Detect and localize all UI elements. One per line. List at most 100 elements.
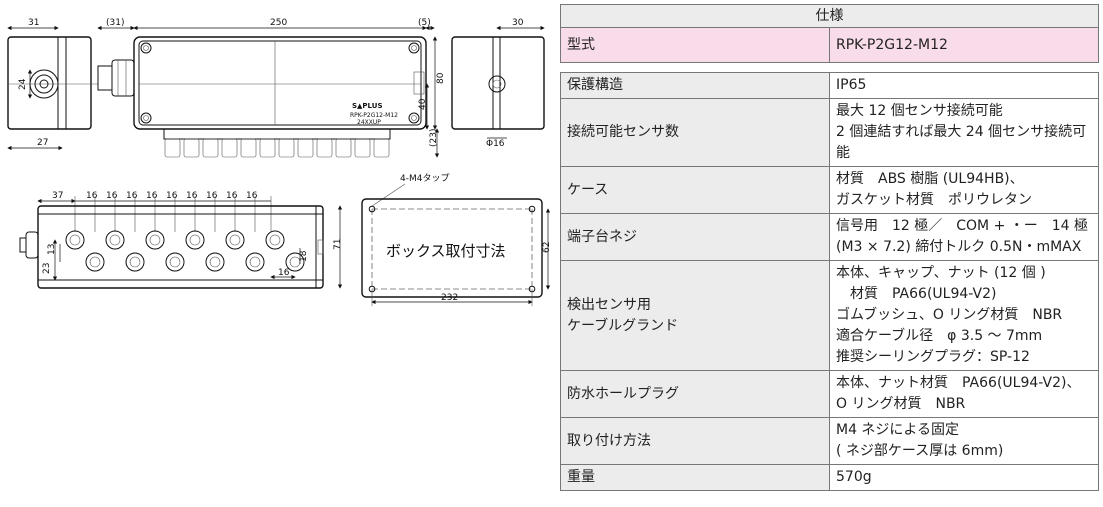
spec-value-line: (M3 × 7.2) 締付トルク 0.5N・mMAX [836, 239, 1082, 255]
spec-key: 重量 [560, 464, 830, 491]
spec-value-line: 信号用 12 極／ COM + ・ー 14 極 [836, 218, 1089, 234]
spec-spacer-row [560, 62, 1099, 73]
dim-18: 18 [299, 250, 309, 262]
spec-value-line: 本体、キャップ、ナット (12 個 ) [836, 265, 1046, 281]
mounting-view: 4-M4タップ ボックス取付寸法 62 232 [361, 173, 552, 306]
spec-row: 検出センサ用ケーブルグランド本体、キャップ、ナット (12 個 ) 材質 PA6… [560, 260, 1099, 371]
model-label: RPK-P2G12-M12 [350, 112, 398, 119]
spec-value: 本体、キャップ、ナット (12 個 ) 材質 PA66(UL94-V2) ゴムブッ… [829, 260, 1099, 371]
spec-key: 防水ホールプラグ [560, 370, 830, 418]
dim-16-bottom: 16 [278, 268, 290, 278]
dim-16-f: 16 [186, 191, 198, 201]
spec-value-line: 適合ケーブル径 φ 3.5 ～ 7mm [836, 328, 1043, 344]
spec-key-line: 防水ホールプラグ [567, 385, 679, 402]
right-side-view: 30 Φ16 [451, 18, 545, 149]
spec-key-line: 保護構造 [567, 77, 623, 93]
spec-key: 端子台ネジ [560, 213, 830, 261]
spec-value-line: ガスケット材質 ポリウレタン [836, 192, 1032, 208]
dim-phi16: Φ16 [486, 139, 505, 149]
spec-value-line: ( ネジ部ケース厚は 6mm) [836, 443, 1004, 459]
spec-row: 重量 570g [560, 464, 1099, 491]
spec-key: ケース [560, 166, 830, 214]
spec-row: 端子台ネジ 信号用 12 極／ COM + ・ー 14 極 (M3 × 7.2) 締… [560, 213, 1099, 261]
spec-value-line: 2 個連結すれば最大 24 個センサ接続可能 [836, 124, 1087, 161]
spec-key-line: 端子台ネジ [567, 228, 637, 245]
dim-16-h: 16 [226, 191, 238, 201]
spec-value-line: O リング材質 NBR [836, 396, 966, 412]
spec-value: 材質 ABS 樹脂 (UL94HB)、ガスケット材質 ポリウレタン [829, 166, 1099, 214]
dim-16-c: 16 [126, 191, 138, 201]
spec-value: M4 ネジによる固定 ( ネジ部ケース厚は 6mm) [829, 417, 1099, 465]
spec-row: 保護構造 IP65 [560, 72, 1099, 99]
dim-250: 250 [270, 18, 287, 28]
spec-value-line: M4 ネジによる固定 [836, 422, 960, 438]
spec-value-line: 最大 12 個センサ接続可能 [836, 103, 1003, 119]
spec-row: 取り付け方法 M4 ネジによる固定 ( ネジ部ケース厚は 6mm) [560, 417, 1099, 465]
spec-value: 本体、ナット材質 PA66(UL94-V2)、 O リング材質 NBR [829, 370, 1099, 418]
spec-key-line: 取り付け方法 [567, 432, 651, 449]
spec-key: 接続可能センサ数 [560, 98, 830, 167]
dim-24: 24 [18, 78, 28, 90]
spec-value-line: 570g [836, 469, 872, 485]
bottom-glands [163, 128, 391, 158]
dim-37: 37 [52, 191, 63, 201]
dim-23p: (23) [429, 129, 439, 147]
spec-header-row: 仕様 [560, 4, 1099, 28]
spec-key: 型式 [560, 27, 830, 63]
spec-key-line: ケーブルグランド [567, 317, 679, 334]
tap-label: 4-M4タップ [400, 173, 449, 184]
dim-80: 80 [436, 72, 446, 84]
dim-5p: (5) [418, 18, 431, 28]
spec-value: 570g [829, 464, 1099, 491]
dim-40: 40 [418, 98, 428, 110]
dim-23: 23 [42, 263, 52, 274]
spec-key: 検出センサ用ケーブルグランド [560, 260, 830, 371]
spec-row: ケース 材質 ABS 樹脂 (UL94HB)、ガスケット材質 ポリウレタン [560, 166, 1099, 214]
spec-value-line: ゴムブッシュ、O リング材質 NBR [836, 307, 1063, 323]
logo-text: S▲PLUS [352, 102, 383, 110]
spec-value-line: 本体、ナット材質 PA66(UL94-V2)、 [836, 375, 1081, 391]
spec-value: 信号用 12 極／ COM + ・ー 14 極 (M3 × 7.2) 締付トルク … [829, 213, 1099, 261]
voltage-label: 24XXUP [357, 119, 381, 126]
spec-key-line: 検出センサ用 [567, 296, 651, 313]
spec-key-line: 型式 [567, 36, 595, 53]
front-view: (31) 250 (5) S▲PLUS RPK-P2G12-M12 24XXUP [97, 18, 446, 158]
spec-key: 取り付け方法 [560, 417, 830, 465]
spec-key-line: 接続可能センサ数 [567, 124, 679, 140]
spec-value-line: RPK-P2G12-M12 [836, 36, 948, 53]
spec-row: 型式 RPK-P2G12-M12 [560, 27, 1099, 63]
spec-row: 防水ホールプラグ 本体、ナット材質 PA66(UL94-V2)、 O リング材質 N… [560, 370, 1099, 418]
spec-table: 仕様 型式 RPK-P2G12-M12 保護構造 IP65 接続可能センサ数 最大 12 … [560, 4, 1099, 491]
dim-31p: (31) [106, 18, 124, 28]
spec-value-line: IP65 [836, 77, 867, 93]
dim-62: 62 [542, 242, 552, 253]
dim-16-g: 16 [206, 191, 218, 201]
spec-value: 最大 12 個センサ接続可能 2 個連結すれば最大 24 個センサ接続可能 [829, 98, 1099, 167]
spec-key: 保護構造 [560, 72, 830, 99]
dim-16-e: 16 [166, 191, 178, 201]
dimension-drawings: 31 24 27 (31) 250 (5) S▲PLUS RPK-P2G12-M… [7, 18, 552, 306]
spec-header: 仕様 [560, 4, 1099, 28]
spec-key-line: ケース [567, 181, 609, 198]
spec-row: 接続可能センサ数 最大 12 個センサ接続可能 2 個連結すれば最大 24 個センサ… [560, 98, 1099, 167]
terminal-view: 37 16 16 16 16 16 16 16 16 16 [19, 191, 343, 289]
dim-13: 13 [47, 244, 57, 255]
mounting-dim-label: ボックス取付寸法 [386, 242, 506, 260]
left-side-view: 31 24 27 [7, 18, 98, 151]
spec-value-line: 推奨シーリングプラグ：SP-12 [836, 349, 1030, 365]
spec-key-line: 重量 [567, 469, 595, 485]
dim-31: 31 [28, 18, 39, 28]
dim-16-a: 16 [86, 191, 98, 201]
spec-value: IP65 [829, 72, 1099, 99]
dim-71: 71 [333, 239, 343, 250]
spec-value-line: 材質 PA66(UL94-V2) [836, 286, 997, 302]
dim-232: 232 [441, 293, 458, 303]
dim-16-d: 16 [146, 191, 158, 201]
dim-30: 30 [512, 18, 524, 28]
dim-27: 27 [37, 138, 48, 148]
dim-16-i: 16 [246, 191, 258, 201]
spec-value-line: 材質 ABS 樹脂 (UL94HB)、 [836, 171, 1024, 187]
spec-value: RPK-P2G12-M12 [829, 27, 1099, 63]
dim-16-b: 16 [106, 191, 118, 201]
spec-spacer [560, 62, 1099, 73]
